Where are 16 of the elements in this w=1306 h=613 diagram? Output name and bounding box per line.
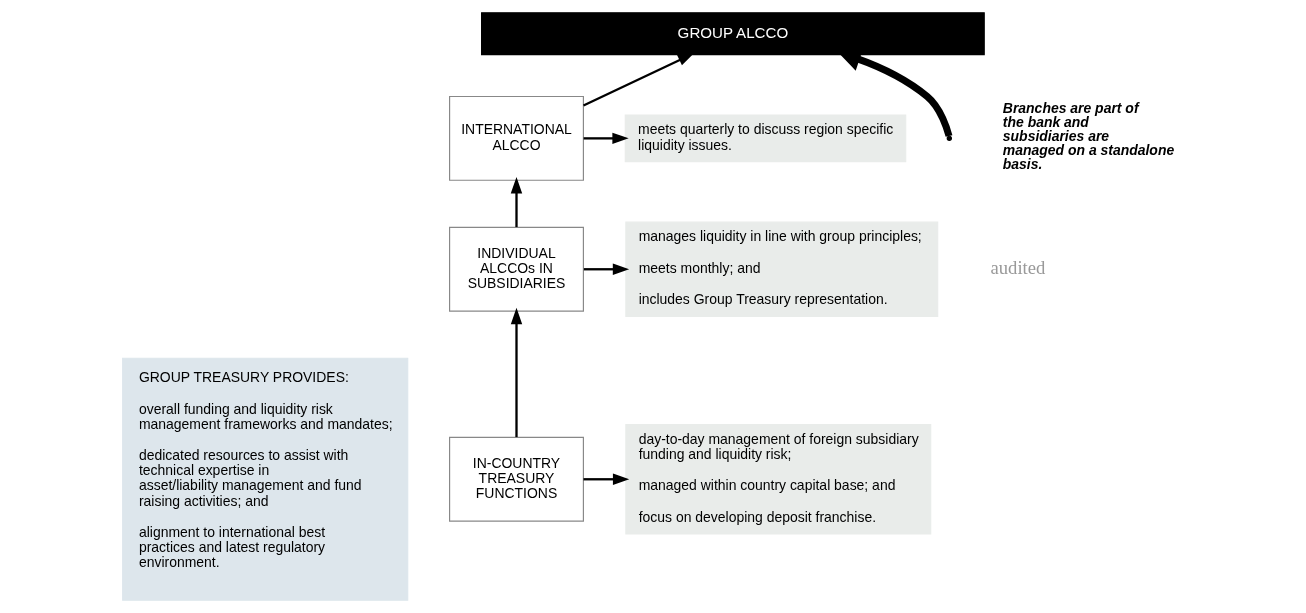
node-box: IN-COUNTRY TREASURY FUNCTIONS bbox=[448, 436, 584, 522]
node-box: meets quarterly to discuss region specific liquidity issues. bbox=[624, 114, 906, 163]
arrow bbox=[583, 132, 629, 145]
node-box: GROUP TREASURY PROVIDES: overall funding and liquidity risk management frameworks and mandates; dedicated resources to assist with technical expertise in asset/liability management and fund raising activities; and alignment to international best practices and latest regulatory environment. bbox=[121, 357, 408, 601]
arrow bbox=[583, 473, 629, 485]
arrow bbox=[582, 53, 694, 107]
arrow bbox=[510, 307, 522, 438]
node-box: GROUP ALCCO bbox=[480, 12, 985, 56]
node-box: day-to-day management of foreign subsidiary funding and liquidity risk; managed within country capital base; and focus on developing deposit franchise. bbox=[624, 424, 931, 535]
arrow bbox=[510, 177, 522, 228]
node-box: manages liquidity in line with group principles; meets monthly; and includes Group Treasury representation. bbox=[624, 221, 938, 317]
arrow bbox=[583, 263, 629, 275]
label: Branches are part of the bank and subsidiaries are managed on a standalone basis. bbox=[1002, 100, 1174, 173]
node-box: INDIVIDUAL ALCCOs IN SUBSIDIARIES bbox=[448, 226, 584, 312]
node-box: INTERNATIONAL ALCCO bbox=[448, 95, 584, 181]
label: audited bbox=[990, 256, 1045, 278]
